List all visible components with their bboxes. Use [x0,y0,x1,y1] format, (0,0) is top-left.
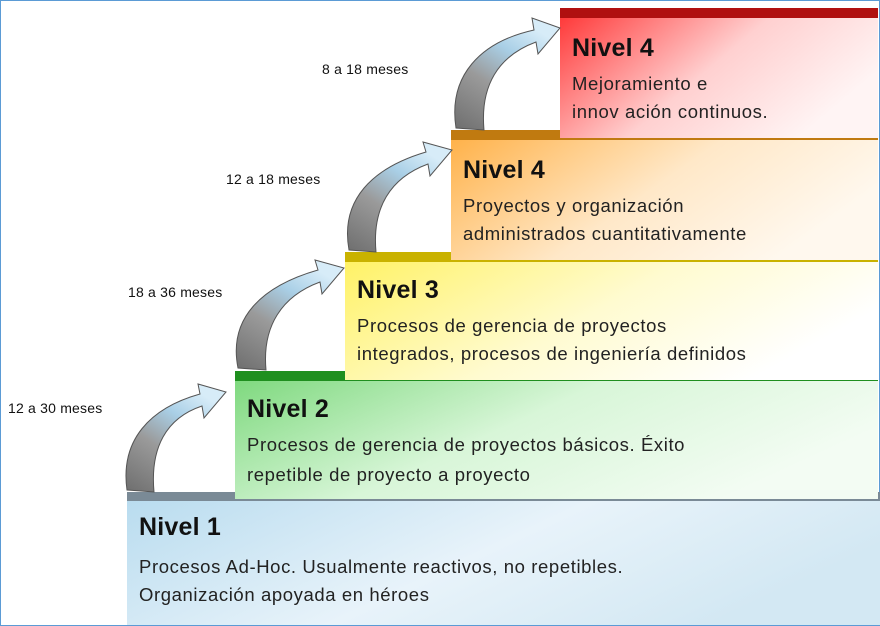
level-3-desc-line-2: integrados, procesos de ingeniería defin… [357,343,747,364]
level-5-block: Nivel 4 Mejoramiento e innov ación conti… [560,18,878,138]
level-2-desc-line-2: repetible de proyecto a proyecto [247,464,531,485]
arrow-3-icon [347,141,453,253]
level-3-block: Nivel 3 Procesos de gerencia de proyecto… [345,262,878,380]
level-1-desc-line-2: Organización apoyada en héroes [139,584,430,605]
step-5-top-edge [560,8,878,18]
step-3-face [345,262,878,380]
level-3-title: Nivel 3 [357,276,440,304]
step-4-face [451,140,878,260]
level-4-block: Nivel 4 Proyectos y organización adminis… [451,140,878,260]
step-5-face [560,18,878,138]
level-2-block: Nivel 2 Procesos de gerencia de proyecto… [235,381,878,499]
level-2-title: Nivel 2 [247,395,330,423]
duration-label-3: 12 a 18 meses [226,171,321,187]
duration-label-2: 18 a 36 meses [128,284,223,300]
step-1-face [127,501,880,625]
arrow-4-icon [454,17,561,131]
level-1-title: Nivel 1 [139,513,222,541]
arrow-1-icon [125,383,227,493]
level-1-block: Nivel 1 Procesos Ad-Hoc. Usualmente reac… [127,501,880,625]
level-2-desc-line-1: Procesos de gerencia de proyectos básico… [247,434,686,455]
level-5-desc-line-2: innov ación continuos. [572,101,769,122]
step-2-face [235,381,878,499]
duration-label-4: 8 a 18 meses [322,61,409,77]
level-3-desc-line-1: Procesos de gerencia de proyectos [357,315,667,336]
level-1-desc-line-1: Procesos Ad-Hoc. Usualmente reactivos, n… [139,556,624,577]
duration-label-1: 12 a 30 meses [8,400,103,416]
level-4-title: Nivel 4 [463,156,546,184]
level-4-desc-line-1: Proyectos y organización [463,195,685,216]
level-5-desc-line-1: Mejoramiento e [572,73,708,94]
level-5-title: Nivel 4 [572,34,655,62]
arrow-2-icon [235,259,345,371]
level-4-desc-line-2: administrados cuantitativamente [463,223,747,244]
